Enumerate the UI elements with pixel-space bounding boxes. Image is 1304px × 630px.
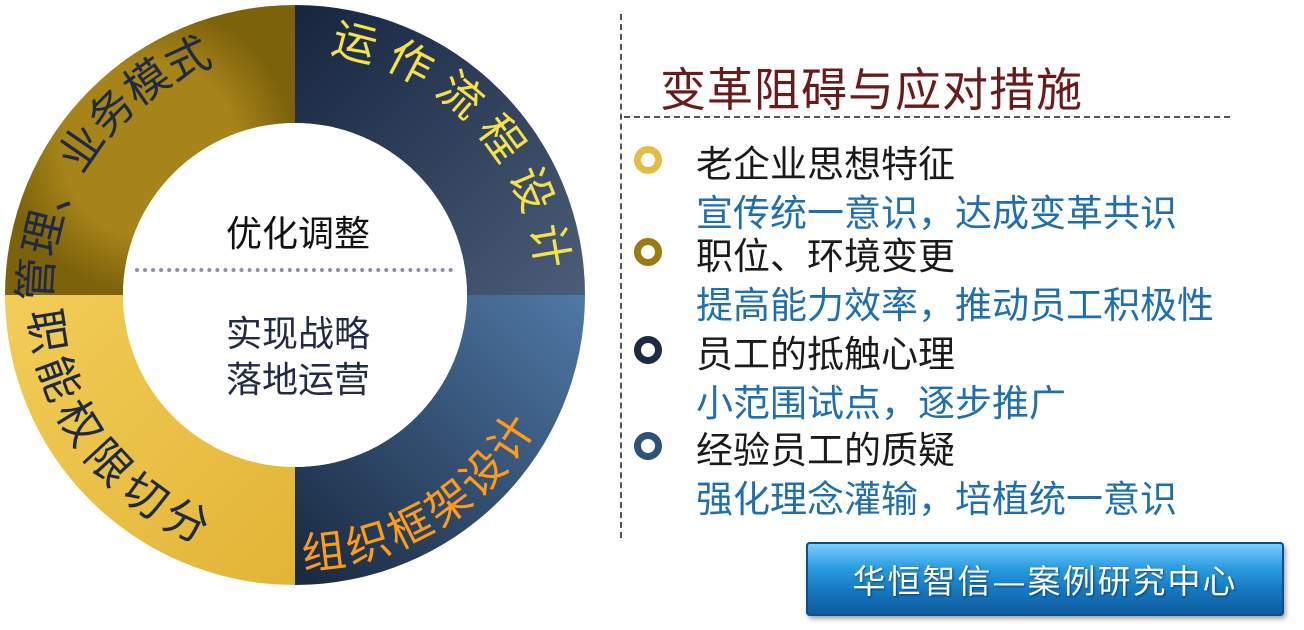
ring-bullet-icon <box>634 432 662 460</box>
ring-segment-organization <box>295 295 585 585</box>
measure-text: 小范围试点，逐步推广 <box>696 382 1066 425</box>
measure-text: 宣传统一意识，达成变革共识 <box>696 192 1177 235</box>
cycle-ring: 管理、业务模式 运作流程设计 职能权限切分 组织框架设计 <box>5 5 585 585</box>
obstacle-text: 老企业思想特征 <box>696 143 955 186</box>
center-top-text: 优化调整 <box>225 214 370 255</box>
ring-center <box>123 123 467 467</box>
vertical-separator <box>620 14 622 538</box>
center-bottom-line-2: 落地运营 <box>225 360 370 401</box>
ring-segment-management <box>5 5 295 295</box>
brand-badge-label: 华恒智信—案例研究中心 <box>852 562 1238 601</box>
ring-bullet-icon <box>634 336 662 364</box>
ring-segment-authority <box>5 295 295 585</box>
ring-bullet-icon <box>634 146 662 174</box>
ring-bullet-icon <box>634 238 662 266</box>
panel-title: 变革阻碍与应对措施 <box>660 63 1083 117</box>
title-underline <box>624 116 1230 118</box>
ring-segment-process <box>295 5 585 295</box>
obstacle-text: 经验员工的质疑 <box>696 429 955 472</box>
measure-text: 提高能力效率，推动员工积极性 <box>696 284 1214 327</box>
measure-text: 强化理念灌输，培植统一意识 <box>696 478 1177 521</box>
obstacle-text: 职位、环境变更 <box>696 235 955 278</box>
center-divider <box>135 268 453 272</box>
center-bottom-line-1: 实现战略 <box>225 314 370 355</box>
center-bottom-text: 实现战略 落地运营 <box>160 312 436 404</box>
obstacle-text: 员工的抵触心理 <box>696 333 955 376</box>
brand-badge: 华恒智信—案例研究中心 <box>806 542 1284 616</box>
